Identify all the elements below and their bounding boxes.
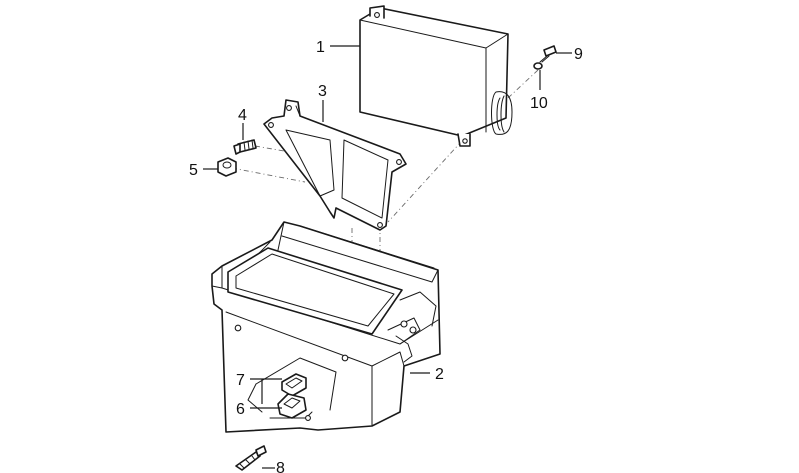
part-5-nut xyxy=(217,157,237,177)
part-1-control-unit xyxy=(359,5,513,147)
callout-1: 1 xyxy=(316,39,325,56)
callout-7: 7 xyxy=(236,372,245,389)
part-10-washer xyxy=(533,62,543,70)
callout-10: 10 xyxy=(530,95,548,112)
leader-lines xyxy=(203,45,572,469)
callout-8: 8 xyxy=(276,460,285,473)
callout-6: 6 xyxy=(236,401,245,418)
callout-4: 4 xyxy=(238,107,247,124)
part-8-screw xyxy=(235,445,267,471)
part-2-tray xyxy=(211,221,441,433)
callout-5: 5 xyxy=(189,162,198,179)
part-4-stud-bolt xyxy=(233,139,257,155)
callout-3: 3 xyxy=(318,83,327,100)
callout-labels: 1 2 3 4 5 6 7 8 9 10 xyxy=(189,39,583,473)
part-7-grommet xyxy=(281,373,307,397)
part-6-clip xyxy=(269,393,313,421)
part-9-bolt xyxy=(539,45,557,63)
part-3-bracket xyxy=(263,99,407,231)
callout-9: 9 xyxy=(574,46,583,63)
callout-2: 2 xyxy=(435,366,444,383)
